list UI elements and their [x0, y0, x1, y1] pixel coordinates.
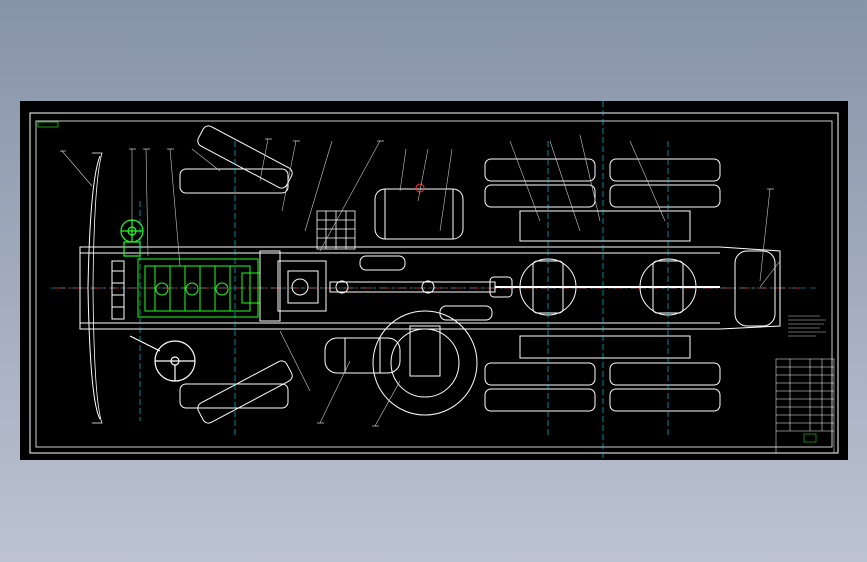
technical-notes [788, 315, 826, 337]
cad-viewport[interactable] [20, 101, 848, 460]
air-tanks [324, 255, 493, 374]
front-bumper-outline [92, 152, 103, 424]
front-right-wheel [179, 360, 293, 424]
outer-frame [29, 112, 839, 454]
front-bumper [87, 155, 101, 420]
chassis-drawing [29, 101, 839, 460]
battery-box [316, 210, 356, 250]
front-left-wheel [179, 125, 293, 194]
radiator [111, 260, 125, 320]
frame-rails [79, 246, 781, 330]
spare-wheel-icon [372, 310, 478, 416]
rear-axles [495, 210, 720, 359]
inner-frame [35, 120, 833, 448]
drive-shaft [329, 276, 513, 298]
callout-markers [60, 138, 774, 427]
title-tag [37, 121, 59, 128]
steering-wheel-icon [129, 335, 196, 382]
gearbox [259, 250, 327, 322]
title-block [775, 358, 835, 454]
leader-lines [61, 134, 781, 427]
fuel-tank [374, 183, 464, 240]
rear-wheels [484, 158, 721, 412]
reference-lines [139, 101, 669, 460]
